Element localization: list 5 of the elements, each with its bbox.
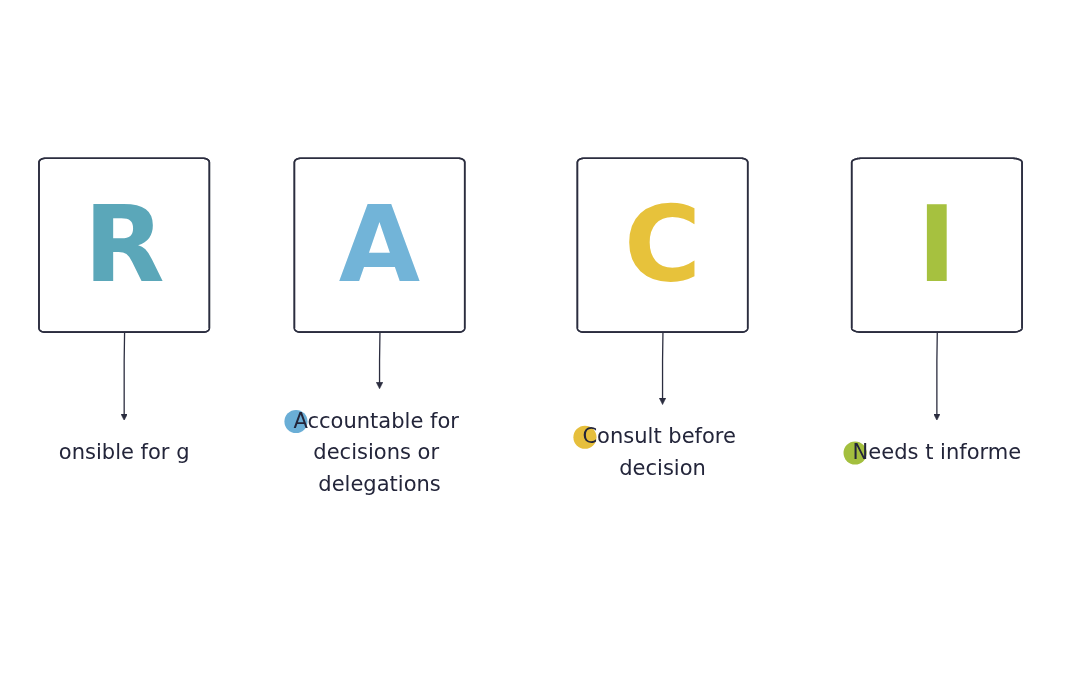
node-text: onsible for g	[58, 439, 190, 464]
arrow	[120, 331, 128, 421]
arrow	[659, 331, 667, 405]
arrow	[933, 331, 941, 421]
arrow	[376, 331, 384, 390]
